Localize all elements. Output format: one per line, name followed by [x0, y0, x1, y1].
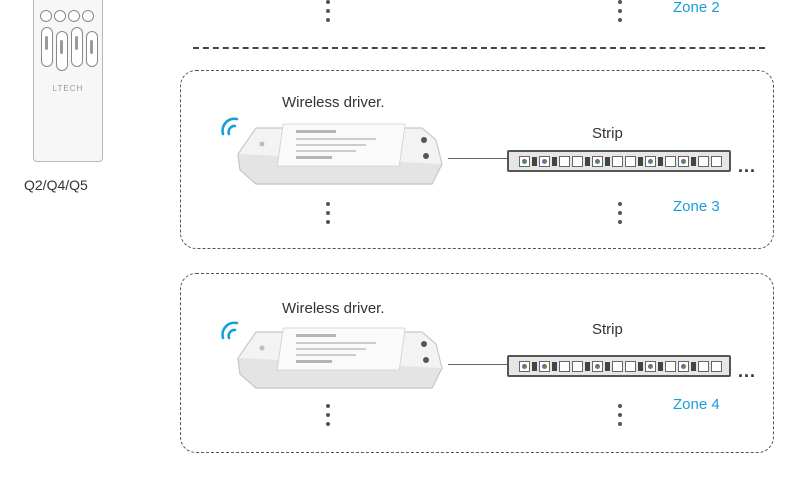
led-chip — [645, 155, 656, 167]
led-chip — [645, 360, 656, 372]
remote-button — [40, 10, 52, 22]
led-chip — [539, 155, 550, 167]
led-chip — [665, 155, 676, 167]
led-chip — [665, 360, 676, 372]
vertical-ellipsis-icon — [617, 0, 623, 27]
wireless-signal-icon — [221, 117, 239, 136]
resistor — [585, 156, 590, 166]
resistor — [552, 361, 557, 371]
led-chip — [559, 360, 570, 372]
led-chip — [572, 155, 583, 167]
led-chip — [539, 360, 550, 372]
led-chip — [592, 155, 603, 167]
zone-4-label: Zone 4 — [673, 396, 720, 413]
zone-separator — [193, 47, 765, 49]
vertical-ellipsis-icon — [325, 202, 331, 229]
remote-buttons — [40, 9, 96, 27]
zone-3-strip-label: Strip — [592, 125, 623, 142]
vertical-ellipsis-icon — [617, 404, 623, 431]
resistor — [691, 156, 696, 166]
wireless-signal-icon — [221, 321, 239, 340]
led-chip — [698, 155, 709, 167]
remote-slider — [71, 27, 83, 67]
remote-button — [54, 10, 66, 22]
vertical-ellipsis-icon — [325, 0, 331, 27]
zone-4-box — [180, 273, 774, 453]
zone-4-led-strip — [507, 355, 731, 377]
remote-slider — [56, 31, 68, 71]
zone-4-strip-label: Strip — [592, 321, 623, 338]
resistor — [552, 156, 557, 166]
resistor — [605, 156, 610, 166]
led-chip — [678, 155, 689, 167]
remote-slider — [41, 27, 53, 67]
led-chip — [698, 360, 709, 372]
wireless-driver-device — [237, 327, 443, 389]
zone-3-led-strip — [507, 150, 731, 172]
resistor — [585, 361, 590, 371]
vertical-ellipsis-icon — [325, 404, 331, 431]
zone-4-driver-label: Wireless driver. — [282, 300, 385, 317]
remote-brand: LTECH — [52, 84, 84, 93]
resistor — [532, 361, 537, 371]
wireless-driver-device — [237, 123, 443, 185]
led-chip — [625, 155, 636, 167]
led-chip — [519, 360, 530, 372]
led-chip — [572, 360, 583, 372]
zone-3-box — [180, 70, 774, 249]
led-chip — [592, 360, 603, 372]
resistor — [532, 156, 537, 166]
remote-button — [68, 10, 80, 22]
zone-3-driver-label: Wireless driver. — [282, 94, 385, 111]
horizontal-ellipsis-icon: ... — [738, 156, 757, 176]
driver-to-strip-wire — [448, 158, 508, 159]
led-chip — [519, 155, 530, 167]
vertical-ellipsis-icon — [617, 202, 623, 229]
led-chip — [711, 155, 722, 167]
driver-to-strip-wire — [448, 364, 508, 365]
zone-3-label: Zone 3 — [673, 198, 720, 215]
zone-2-label: Zone 2 — [673, 0, 720, 16]
resistor — [691, 361, 696, 371]
horizontal-ellipsis-icon: ... — [738, 361, 757, 381]
remote-button — [82, 10, 94, 22]
resistor — [605, 361, 610, 371]
remote-caption: Q2/Q4/Q5 — [24, 177, 88, 193]
led-chip — [612, 360, 623, 372]
led-chip — [678, 360, 689, 372]
resistor — [638, 156, 643, 166]
resistor — [638, 361, 643, 371]
led-chip — [625, 360, 636, 372]
resistor — [658, 361, 663, 371]
resistor — [658, 156, 663, 166]
led-chip — [612, 155, 623, 167]
remote-controller: LTECH — [33, 0, 103, 162]
led-chip — [559, 155, 570, 167]
remote-slider — [86, 31, 98, 67]
led-chip — [711, 360, 722, 372]
